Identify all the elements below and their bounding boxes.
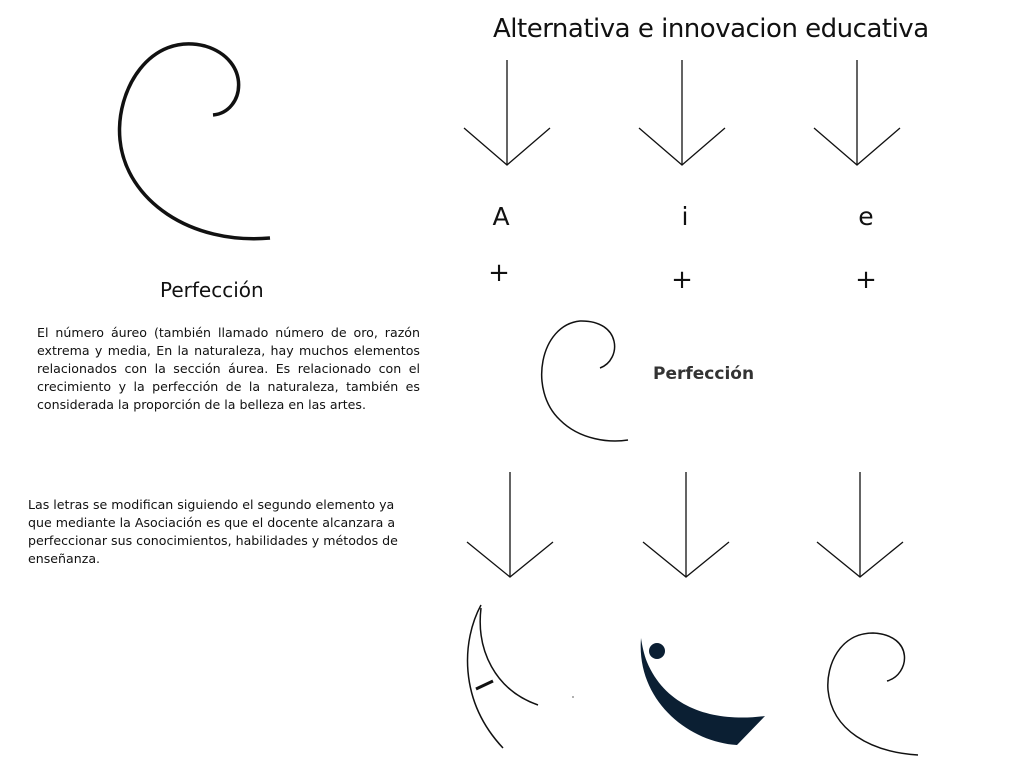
diagram-title: Alternativa e innovacion educativa	[493, 14, 929, 44]
left-caption: Perfección	[160, 278, 264, 302]
plus-sign: +	[671, 265, 693, 295]
bottom-arrows	[466, 472, 904, 578]
letter-a: A	[492, 202, 510, 231]
large-golden-spiral	[117, 42, 271, 241]
letter-i: i	[681, 202, 689, 231]
arrow-down-icon	[463, 60, 551, 166]
arrow-down-icon	[813, 60, 901, 166]
modified-letter-a	[466, 604, 539, 749]
arrow-down-icon	[642, 472, 730, 578]
golden-ratio-paragraph: El número áureo (también llamado número …	[37, 325, 420, 412]
top-arrows	[463, 60, 901, 166]
stray-dot	[572, 696, 574, 698]
arrow-down-icon	[466, 472, 554, 578]
modified-letter-e-spiral	[827, 632, 919, 756]
plus-sign: +	[855, 265, 877, 295]
modified-letter-i	[640, 638, 765, 745]
plus-sign: +	[488, 258, 510, 288]
small-golden-spiral	[540, 320, 629, 442]
letters-paragraph: Las letras se modifican siguiendo el seg…	[28, 497, 398, 566]
center-caption: Perfección	[653, 364, 755, 384]
letter-e: e	[858, 202, 874, 231]
arrow-down-icon	[816, 472, 904, 578]
arrow-down-icon	[638, 60, 726, 166]
